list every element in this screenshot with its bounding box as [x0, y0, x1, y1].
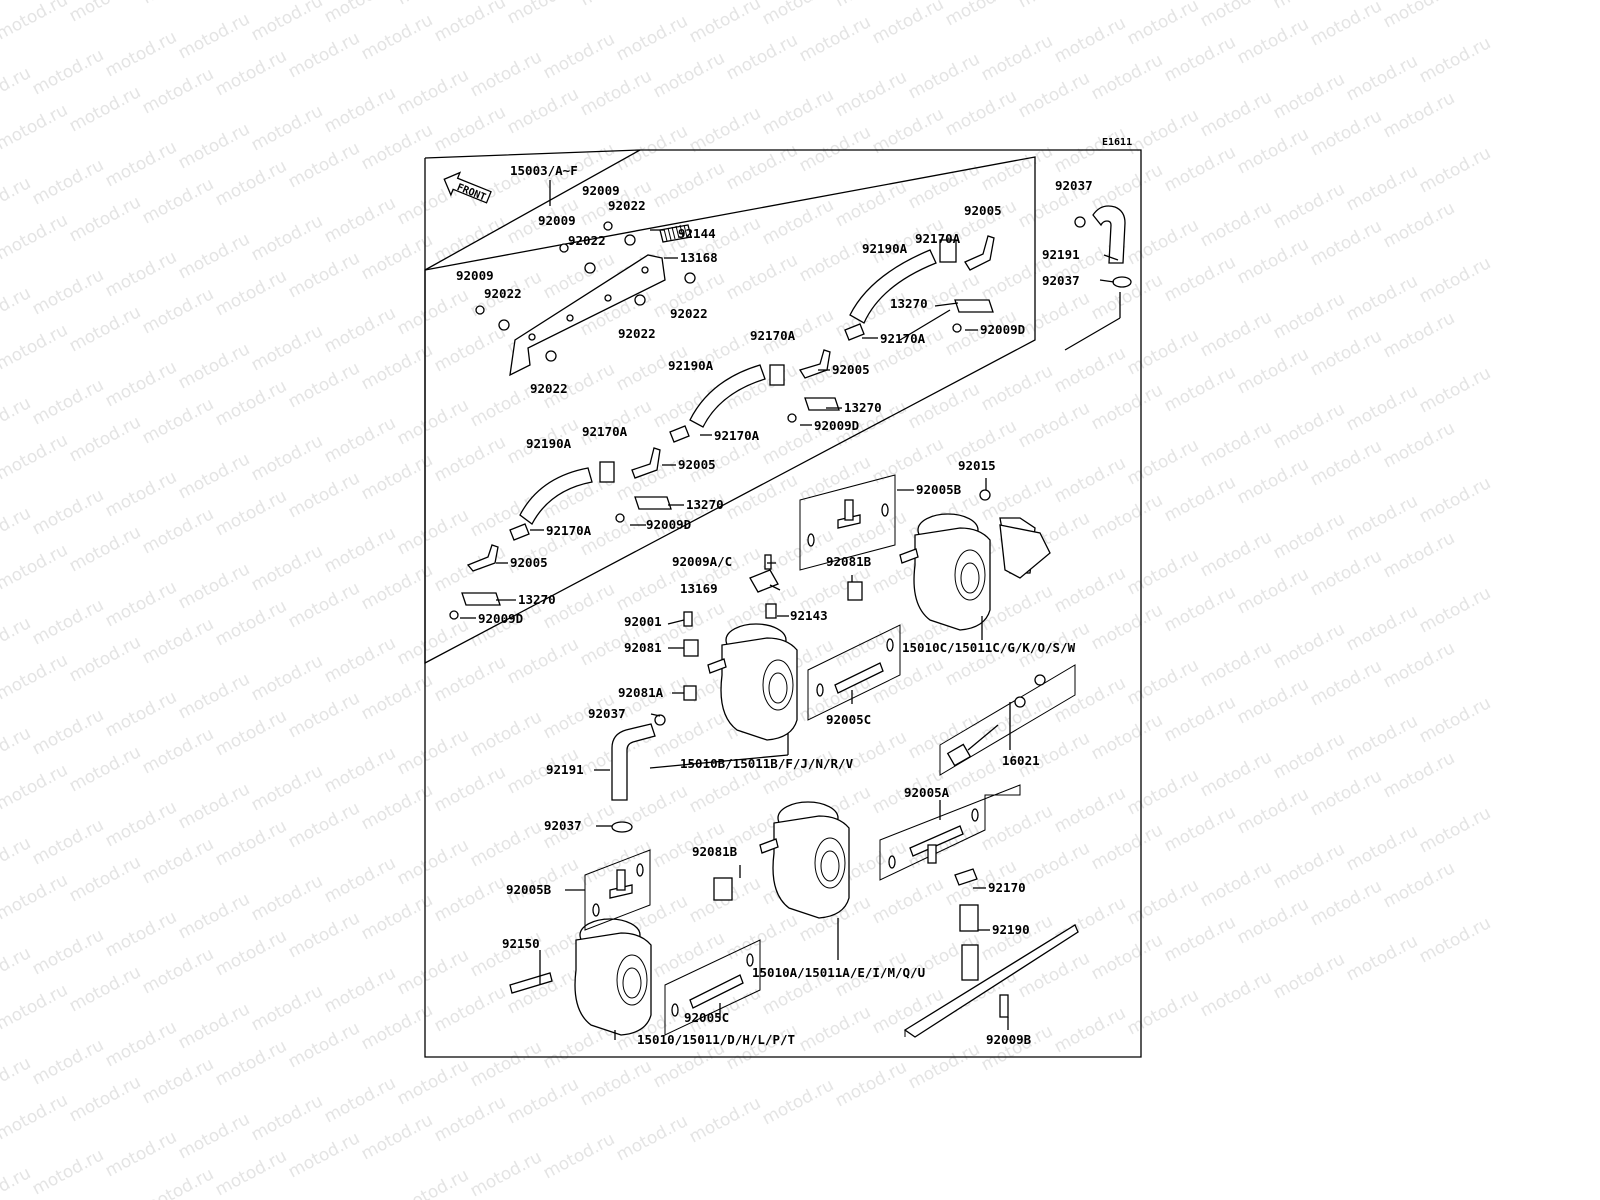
label-13270: 13270 — [686, 497, 724, 512]
label-92170: 92170 — [988, 880, 1026, 895]
label-92005A: 92005A — [904, 785, 950, 800]
fastener-set — [475, 221, 696, 362]
fuel-joint-92005A — [879, 784, 1021, 881]
label-15010A: 15010A/15011A/E/I/M/Q/U — [752, 965, 925, 980]
label-92001: 92001 — [624, 614, 662, 629]
label-15010B: 15010B/15011B/F/J/N/R/V — [680, 756, 854, 771]
fuel-pipe-92005C-top — [807, 624, 901, 721]
fuel-pipe-92005C-low — [664, 939, 761, 1036]
label-92005B: 92005B — [916, 482, 962, 497]
label-92005: 92005 — [510, 555, 548, 570]
assembly-bracket-line — [424, 149, 641, 271]
label-15010C: 15010C/15011C/G/K/O/S/W — [902, 640, 1076, 655]
spring-92144 — [659, 224, 692, 243]
label-13169: 13169 — [680, 581, 718, 596]
front-arrow-icon: FRONT — [443, 171, 492, 204]
label-92005: 92005 — [964, 203, 1002, 218]
label-92170A: 92170A — [880, 331, 926, 346]
label-92022: 92022 — [618, 326, 656, 341]
label-92009D: 92009D — [478, 611, 523, 626]
label-92081B: 92081B — [826, 554, 872, 569]
label-92170A: 92170A — [750, 328, 796, 343]
label-92009D: 92009D — [646, 517, 691, 532]
carburetor-body-4 — [509, 918, 652, 1036]
label-92037: 92037 — [1042, 273, 1080, 288]
label-13270: 13270 — [518, 592, 556, 607]
label-92022: 92022 — [608, 198, 646, 213]
vent-hose-92191-mid — [611, 714, 666, 833]
label-92009D: 92009D — [980, 322, 1025, 337]
label-92081: 92081 — [624, 640, 662, 655]
label-92022: 92022 — [568, 233, 606, 248]
label-15010: 15010/15011/D/H/L/P/T — [637, 1032, 795, 1047]
label-92022: 92022 — [530, 381, 568, 396]
label-92009: 92009 — [582, 183, 620, 198]
fuel-joint-92005B-top — [799, 474, 896, 571]
label-13168: 13168 — [680, 250, 718, 265]
label-92081B: 92081B — [692, 844, 738, 859]
fuel-hose-92190A-low — [449, 447, 672, 620]
fuel-line-assembly-box — [424, 156, 1036, 665]
label-92009: 92009 — [456, 268, 494, 283]
label-92170A: 92170A — [714, 428, 760, 443]
label-92005C: 92005C — [684, 1010, 729, 1025]
label-92009A-C: 92009A/C — [672, 554, 732, 569]
label-92022: 92022 — [484, 286, 522, 301]
label-92009D: 92009D — [814, 418, 859, 433]
label-92191: 92191 — [1042, 247, 1080, 262]
label-92005C: 92005C — [826, 712, 871, 727]
label-92170A: 92170A — [915, 231, 961, 246]
label-92191: 92191 — [546, 762, 584, 777]
label-92005B: 92005B — [506, 882, 552, 897]
label-92150: 92150 — [502, 936, 540, 951]
label-92170A: 92170A — [582, 424, 628, 439]
carburetor-body-1 — [759, 801, 850, 919]
diagram-frame — [424, 149, 1142, 1058]
label-92170A: 92170A — [546, 523, 592, 538]
label-92190: 92190 — [992, 922, 1030, 937]
label-92015: 92015 — [958, 458, 996, 473]
label-92190A: 92190A — [862, 241, 908, 256]
label-13270: 13270 — [890, 296, 928, 311]
fuel-hose-92190A-top — [844, 235, 995, 341]
small-parts — [683, 489, 1051, 901]
label-92009B: 92009B — [986, 1032, 1032, 1047]
label-92037: 92037 — [588, 706, 626, 721]
hose-92190 — [954, 868, 979, 981]
label-92143: 92143 — [790, 608, 828, 623]
label-92190A: 92190A — [668, 358, 714, 373]
label-92037: 92037 — [544, 818, 582, 833]
diagram-code: E1611 — [1102, 137, 1132, 148]
mounting-rail — [903, 924, 1079, 1038]
sensor-16021 — [939, 664, 1076, 776]
fuel-joint-92005B-low — [584, 849, 651, 931]
label-92005: 92005 — [832, 362, 870, 377]
label-92009: 92009 — [538, 213, 576, 228]
label-92022: 92022 — [670, 306, 708, 321]
label-92144: 92144 — [678, 226, 716, 241]
vent-hose-92191-top — [1064, 205, 1132, 351]
fuel-hose-92190A-mid — [669, 349, 840, 443]
part-labels: 15003/A~F 92009 92022 92009 92022 92144 … — [456, 163, 1093, 1047]
label-13270: 13270 — [844, 400, 882, 415]
assembly-label: 15003/A~F — [510, 163, 578, 178]
label-92190A: 92190A — [526, 436, 572, 451]
label-92081A: 92081A — [618, 685, 664, 700]
label-16021: 16021 — [1002, 753, 1040, 768]
label-92005: 92005 — [678, 457, 716, 472]
mounting-bracket — [509, 254, 666, 377]
carburetor-body-3 — [707, 623, 798, 741]
label-92037: 92037 — [1055, 178, 1093, 193]
leader-lines — [460, 229, 1119, 1040]
